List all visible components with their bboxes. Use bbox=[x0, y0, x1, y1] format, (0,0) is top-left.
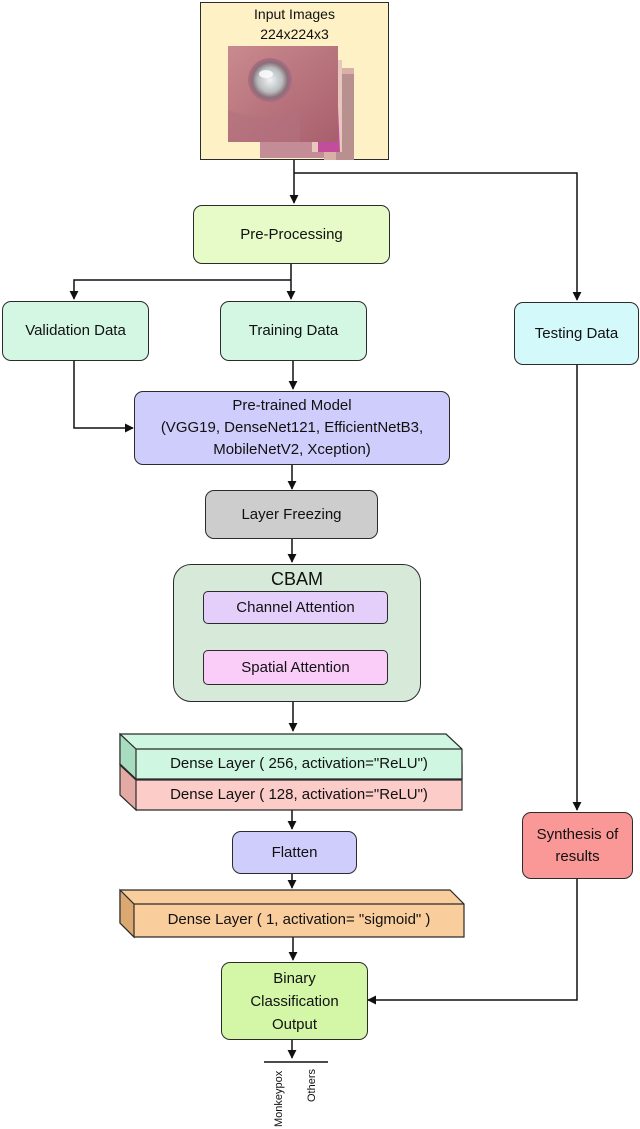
channel-attention-label: Channel Attention bbox=[236, 598, 355, 616]
spatial-attention-box: Spatial Attention bbox=[203, 650, 388, 685]
spatial-attention-label: Spatial Attention bbox=[241, 658, 350, 676]
layer-freezing-label: Layer Freezing bbox=[241, 505, 342, 523]
binary-output-box: Binary Classification Output bbox=[221, 962, 368, 1040]
dense-1-label: Dense Layer ( 1, activation= "sigmoid" ) bbox=[167, 911, 431, 928]
synthesis-box: Synthesis of results bbox=[522, 812, 633, 879]
output-label-monkeypox: Monkeypox bbox=[273, 1070, 285, 1127]
arrow-preprocessing-to-validation bbox=[69, 279, 291, 300]
pretrained-model-list-line2: MobileNetV2, Xception) bbox=[213, 441, 371, 458]
validation-data-label: Validation Data bbox=[25, 322, 126, 339]
line-input-to-testing bbox=[294, 172, 582, 301]
flatten-box: Flatten bbox=[232, 831, 357, 874]
synthesis-label-line1: Synthesis of bbox=[536, 825, 619, 843]
flatten-label: Flatten bbox=[271, 843, 318, 861]
layer-freezing-box: Layer Freezing bbox=[205, 490, 378, 539]
cbam-title: CBAM bbox=[270, 569, 323, 589]
dense-256-label: Dense Layer ( 256, activation="ReLU") bbox=[170, 755, 428, 772]
validation-data-box: Validation Data bbox=[2, 301, 149, 361]
input-images-panel: Input Images 224x224x3 bbox=[200, 2, 389, 160]
training-data-label: Training Data bbox=[248, 322, 339, 339]
testing-data-box: Testing Data bbox=[514, 302, 639, 365]
skin-lesion-image-stack bbox=[227, 45, 354, 160]
pretrained-model-list-line1: (VGG19, DenseNet121, EfficientNetB3, bbox=[160, 419, 424, 436]
arrow-synthesis-to-binary bbox=[367, 879, 578, 1005]
arrow-validation-to-pretrained bbox=[73, 361, 134, 433]
dense-128-label: Dense Layer ( 128, activation="ReLU") bbox=[170, 786, 428, 803]
preprocessing-label: Pre-Processing bbox=[240, 225, 343, 243]
pretrained-model-title: Pre-trained Model bbox=[232, 397, 352, 414]
preprocessing-box: Pre-Processing bbox=[193, 205, 390, 264]
binary-output-line1: Binary bbox=[273, 969, 316, 987]
output-label-others: Others bbox=[306, 1068, 318, 1102]
binary-output-line3: Output bbox=[271, 1015, 318, 1033]
channel-attention-box: Channel Attention bbox=[203, 591, 388, 624]
synthesis-label-line2: results bbox=[555, 847, 600, 865]
input-images-title: Input Images bbox=[254, 6, 335, 22]
pretrained-model-box: Pre-trained Model (VGG19, DenseNet121, E… bbox=[134, 391, 450, 465]
binary-output-line2: Classification bbox=[250, 992, 339, 1010]
testing-data-label: Testing Data bbox=[534, 324, 619, 342]
training-data-box: Training Data bbox=[220, 301, 367, 361]
input-images-size: 224x224x3 bbox=[260, 26, 329, 42]
